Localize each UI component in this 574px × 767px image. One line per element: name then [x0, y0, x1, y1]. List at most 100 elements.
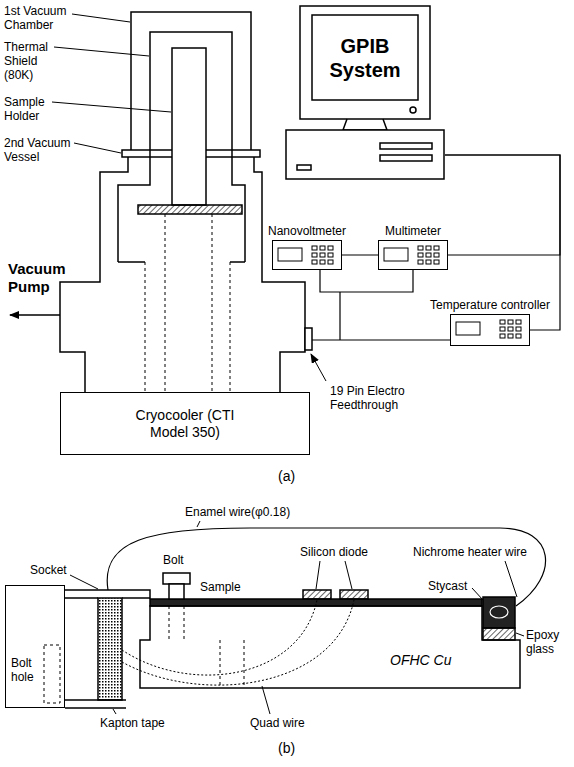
button: [516, 334, 521, 338]
panel-parts: [384, 246, 439, 264]
part-label: Thermal Shield (80K): [4, 40, 58, 82]
instrument-label: Nanovoltmeter: [268, 224, 346, 238]
kapton-tape: [98, 598, 122, 700]
part-label: Nichrome heater wire: [413, 545, 527, 559]
bolt-head: [163, 573, 190, 584]
signal-wire: [312, 270, 450, 340]
process-box: Cryocooler (CTI Model 350): [60, 392, 310, 455]
holder-arm: [65, 590, 150, 708]
instrument: Temperature controller: [450, 314, 530, 346]
part-label: 19 Pin Electro Feedthrough: [330, 384, 430, 412]
display: [278, 248, 302, 261]
part-label: Kapton tape: [100, 716, 165, 730]
button: [418, 246, 423, 250]
copper-block: OFHC Cu: [140, 606, 520, 688]
button: [500, 320, 505, 324]
button: [328, 246, 333, 250]
part-label: Enamel wire(φ0.18): [185, 505, 290, 519]
silicon-diode: [303, 590, 331, 599]
button: [508, 327, 513, 331]
node-text: Cryocooler (CTI Model 350): [120, 407, 250, 441]
button: [320, 260, 325, 264]
instrument-label: Multimeter: [385, 224, 441, 238]
silicon-diode: [340, 590, 368, 599]
part-label: Silicon diode: [300, 545, 368, 559]
cold-head: [145, 214, 230, 392]
hidden-line: [169, 606, 244, 688]
button: [328, 260, 333, 264]
node-text: OFHC Cu: [390, 652, 451, 669]
button: [328, 253, 333, 257]
button: [312, 253, 317, 257]
knob: [410, 107, 416, 113]
button: [508, 320, 513, 324]
display: [384, 248, 408, 261]
leader-arrow: [311, 354, 326, 381]
button: [508, 334, 513, 338]
node-text: GPIB System: [318, 34, 412, 82]
instrument: Nanovoltmeter: [272, 240, 342, 270]
sample-holder: [172, 48, 206, 205]
screen-text: GPIB System: [312, 15, 418, 100]
power-button: [297, 165, 311, 170]
instrument-panel: [379, 241, 447, 269]
mounting-flange: Bolt hole: [5, 585, 65, 708]
button: [418, 253, 423, 257]
button: [500, 327, 505, 331]
instrument-label: Temperature controller: [430, 298, 550, 312]
computer-case: [286, 130, 444, 179]
node-text: Nanovoltmeter: [268, 224, 346, 238]
bus-cable: [342, 254, 378, 255]
bus-cable: [445, 155, 560, 255]
pump-arrow: [10, 314, 60, 316]
display: [456, 322, 480, 335]
button: [320, 246, 325, 250]
leader-line: [52, 14, 171, 153]
bolt-shank: [169, 584, 184, 599]
node-text: Temperature controller: [430, 298, 550, 312]
stycast-block: [483, 597, 515, 628]
part-label: Stycast: [428, 579, 467, 593]
part-label: Sample: [200, 580, 241, 594]
flange-text: Bolt hole: [11, 656, 47, 684]
heater-coil: [490, 606, 508, 618]
part-label: Vacuum Pump: [8, 260, 80, 296]
button: [418, 260, 423, 264]
part-label: 2nd Vacuum Vessel: [4, 136, 80, 164]
figure-caption: (a): [278, 468, 295, 485]
instrument-panel: [451, 315, 529, 345]
quad-wire: [122, 600, 354, 685]
part-label: Bolt: [163, 553, 184, 567]
panel-parts: [278, 246, 333, 264]
box-text: Cryocooler (CTI Model 350): [120, 407, 250, 441]
part-label: Epoxy glass: [526, 628, 570, 656]
button: [426, 260, 431, 264]
button: [426, 246, 431, 250]
instrument: Multimeter: [378, 240, 448, 270]
instrument-panel: [273, 241, 341, 269]
panel-parts: [456, 320, 521, 338]
computer-outline: [286, 6, 444, 179]
monitor: [300, 6, 430, 119]
enamel-wire: [107, 528, 545, 606]
button: [500, 334, 505, 338]
button: [320, 253, 325, 257]
computer: GPIB System: [285, 5, 445, 180]
screen: [312, 15, 418, 100]
feedthrough: [305, 328, 312, 350]
copper-outline: [140, 606, 520, 688]
drive-slot: [380, 155, 432, 161]
cold-plate: [138, 205, 242, 214]
thermal-shield: [118, 32, 245, 262]
button: [426, 253, 431, 257]
part-label: Sample Holder: [4, 95, 58, 123]
node-text: Multimeter: [385, 224, 441, 238]
computer-drawing: [285, 5, 445, 180]
part-label: 1st Vacuum Chamber: [4, 4, 78, 32]
button: [516, 327, 521, 331]
bolt-hole-outline: [44, 645, 60, 703]
part-label: Socket: [30, 563, 67, 577]
